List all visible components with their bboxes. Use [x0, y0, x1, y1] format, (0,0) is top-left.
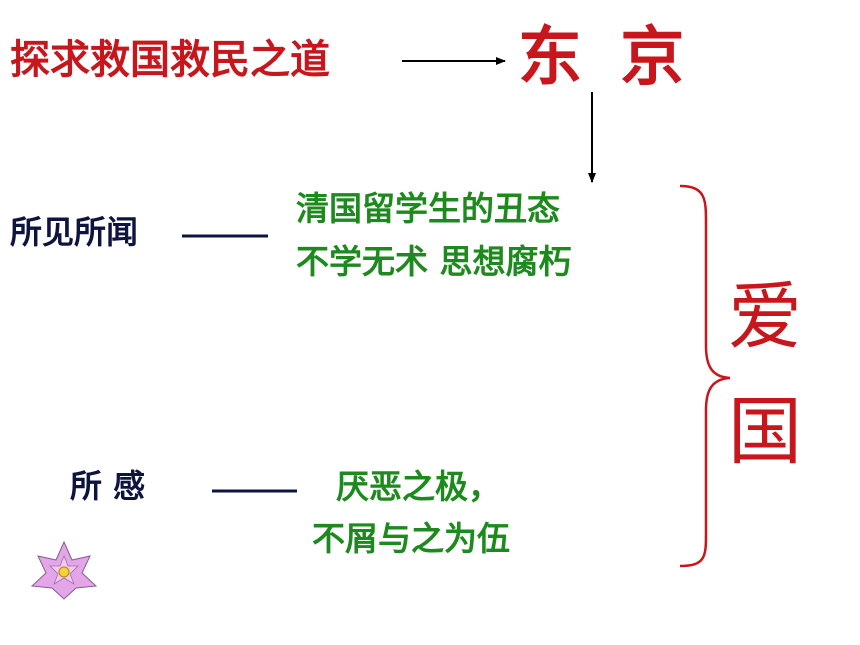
observation-line-2: 不学无术 思想腐朽	[296, 242, 572, 281]
observation-line-1: 清国留学生的丑态	[296, 189, 560, 228]
conclusion-char-1: 爱	[728, 274, 802, 360]
seen-heard-label: 所见所闻	[10, 213, 139, 251]
feeling-line-1: 厌恶之极，	[336, 467, 501, 506]
destination-text: 东 京	[518, 21, 693, 95]
right-brace	[679, 184, 731, 568]
conclusion-char-2: 国	[728, 389, 802, 475]
goal-text: 探求救国救民之道	[10, 37, 330, 83]
feeling-line-2: 不屑与之为伍	[312, 519, 510, 558]
lotus-flower-icon	[30, 540, 98, 600]
feeling-label: 所 感	[70, 467, 146, 505]
